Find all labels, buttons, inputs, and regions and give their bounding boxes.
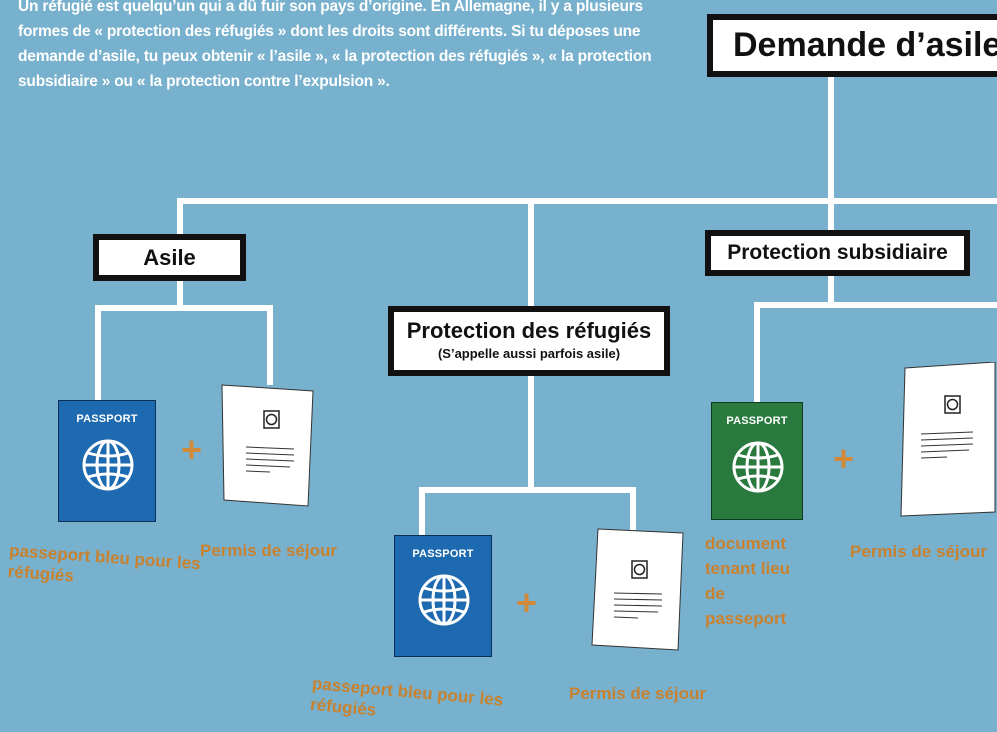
blue-passport-icon: PASSPORT — [394, 535, 492, 657]
subsidiaire-document-label: document tenant lieu de passeport — [705, 534, 791, 628]
protection-subsidiaire-box: Protection subsidiaire — [705, 230, 970, 276]
globe-icon — [418, 574, 470, 626]
passport-label: PASSPORT — [76, 413, 138, 425]
asile-box: Asile — [93, 234, 246, 281]
subsidiaire-permit-label: Permis de séjour — [850, 542, 988, 561]
residence-permit-icon — [900, 362, 996, 517]
globe-icon — [82, 439, 134, 491]
globe-icon — [732, 441, 784, 493]
plus-sign: + — [516, 582, 538, 623]
plus-sign: + — [833, 438, 855, 479]
demande-asile-box: Demande d’asile — [707, 14, 997, 77]
refugies-permit-label: Permis de séjour — [569, 684, 707, 703]
protection-refugies-note: (S’appelle aussi parfois asile) — [437, 346, 621, 361]
protection-refugies-box: Protection des réfugiés (S’appelle aussi… — [388, 306, 670, 376]
intro-text: Un réfugié est quelqu’un qui a dû fuir s… — [18, 0, 652, 90]
residence-permit-icon — [221, 384, 314, 507]
green-travel-document-icon: PASSPORT — [711, 402, 803, 520]
asile-permit-label: Permis de séjour — [200, 541, 338, 560]
passport-label: PASSPORT — [412, 548, 474, 560]
blue-passport-icon: PASSPORT — [58, 400, 156, 522]
passport-label: PASSPORT — [726, 415, 788, 427]
protection-refugies-title: Protection des réfugiés — [406, 318, 652, 343]
residence-permit-icon — [591, 528, 684, 651]
plus-sign: + — [181, 429, 203, 470]
